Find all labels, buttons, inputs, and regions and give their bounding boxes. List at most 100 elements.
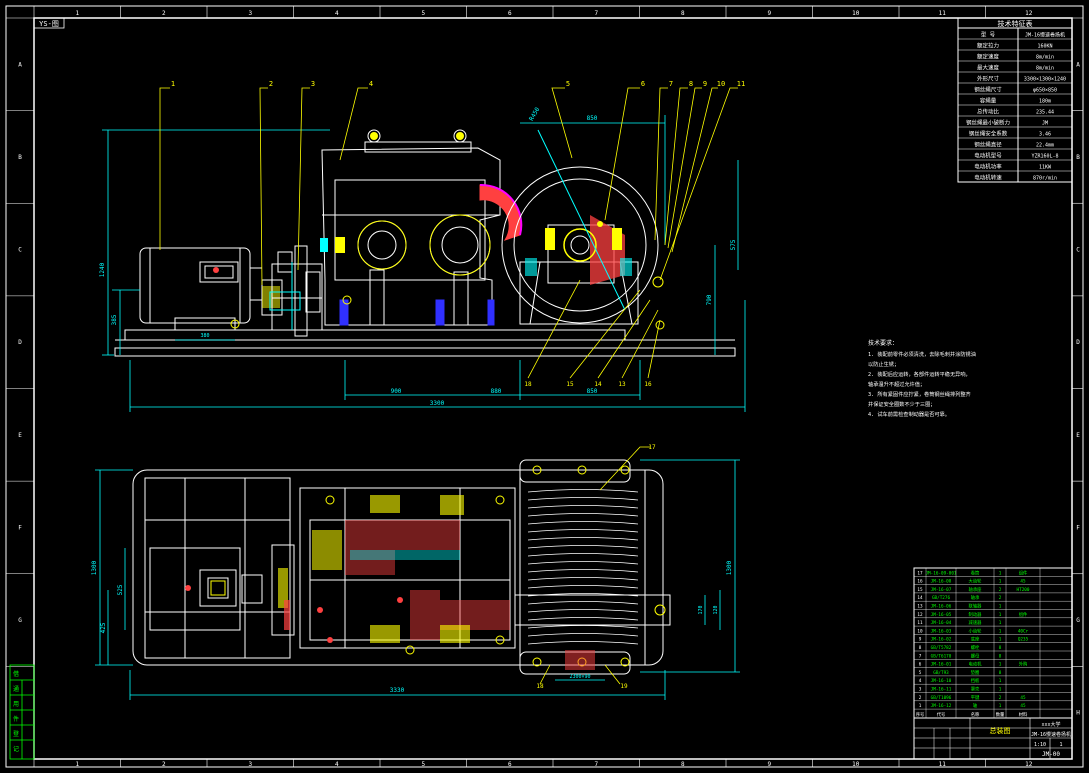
title-block-left-grid — [933, 728, 951, 759]
drum-groove — [527, 529, 639, 533]
title-block-scale: 1:10 — [1034, 742, 1046, 748]
bom-cell: 电动机 — [969, 661, 983, 668]
bom-cell: 45 — [1020, 695, 1026, 701]
top-zone-label: 3 — [248, 10, 252, 17]
spec-value: 8m/min — [1036, 66, 1054, 72]
left-registration-strip — [9, 664, 35, 760]
spec-label: 额定速度 — [977, 53, 1000, 61]
drum-groove — [527, 593, 639, 597]
bottom-callout: 18 — [524, 381, 532, 388]
spec-label: 电动机转速 — [974, 174, 1002, 182]
bom-cell: 40Cr — [1018, 628, 1029, 634]
left-strip-label: 借 — [13, 670, 19, 678]
right-zone-label: D — [1076, 339, 1080, 346]
bom-cell: 10 — [917, 628, 923, 634]
bottom-zone-label: 9 — [767, 761, 771, 768]
plan-view — [132, 459, 671, 675]
bom-header: 代号 — [937, 711, 946, 718]
drum-groove — [527, 625, 639, 629]
title-block-product: JM-16慢速卷扬机 — [1031, 731, 1071, 738]
plan-dim-width-right: 1300 — [726, 560, 733, 575]
spec-label: 型 号 — [981, 31, 996, 39]
part-callout: 6 — [641, 80, 645, 88]
right-zone-label: E — [1076, 432, 1080, 439]
spec-value: JM-16慢速卷扬机 — [1025, 32, 1065, 39]
front-leaders — [159, 87, 738, 379]
spec-value: JM — [1042, 121, 1048, 127]
part-callout: 7 — [669, 80, 673, 88]
plan-dimensions — [95, 459, 740, 700]
bom-cell: 15 — [917, 587, 923, 593]
bom-cell: 5 — [919, 670, 922, 676]
drum-groove — [527, 505, 639, 509]
corner-tag-text: YS-图 — [39, 20, 59, 28]
bom-cell: 外购 — [1019, 661, 1028, 668]
plan-base — [132, 469, 664, 666]
spec-label: 钢丝绳安全系数 — [969, 130, 1008, 138]
top-zone-label: 10 — [852, 10, 860, 17]
bom-header: 名称 — [971, 711, 980, 718]
bom-cell: 挡板 — [971, 677, 980, 684]
part-callout: 3 — [311, 80, 315, 88]
bottom-callout: 16 — [644, 381, 652, 388]
top-zone-label: 4 — [335, 10, 339, 17]
bom-cell: 45 — [1020, 703, 1026, 709]
bom-cell: JM-16-12 — [931, 703, 952, 709]
bom-cell: 1 — [999, 662, 1002, 668]
top-zone-label: 8 — [681, 10, 685, 17]
right-zone-label: A — [1076, 61, 1080, 68]
bom-cell: 14 — [917, 595, 923, 601]
plan-callout: 18 — [536, 683, 544, 690]
plan-dim-drum-gap: 2300×90 — [569, 674, 590, 680]
plan-dim-shaft-a: 170 — [698, 605, 704, 614]
bottom-zone-label: 12 — [1025, 761, 1033, 768]
bom-cell: 1 — [999, 678, 1002, 684]
spec-value: 22.4mm — [1036, 143, 1054, 149]
bom-cell: 1 — [999, 703, 1002, 709]
tech-note-line: 并保证安全圈数不少于三圈； — [868, 400, 935, 408]
bom-cell: 1 — [999, 687, 1002, 693]
front-view — [114, 129, 736, 357]
bottom-zone-label: 11 — [939, 761, 947, 768]
gearbox-details — [320, 132, 523, 326]
bom-cell: 1 — [999, 612, 1002, 618]
tech-note-line: 1. 装配前零件必须清洗，去除毛刺并涂防锈油 — [868, 350, 976, 358]
spec-value: 3300×1300×1240 — [1024, 77, 1066, 83]
tech-notes-heading: 技术要求： — [868, 339, 898, 347]
bom-cell: JM-16-11 — [931, 687, 952, 693]
bom-cell: 轴 — [973, 702, 977, 709]
spec-label: 最大速度 — [977, 64, 1000, 72]
spec-label: 容绳量 — [980, 97, 997, 105]
brake-highlights — [269, 262, 301, 330]
title-block-drawing-name: 总装图 — [990, 726, 1011, 735]
dim-height-drum: 790 — [706, 294, 713, 305]
spec-label: 电动机功率 — [974, 163, 1002, 171]
bom-cell: 1 — [999, 628, 1002, 634]
bom-cell: 1 — [999, 637, 1002, 643]
bom-cell: JM-16-05 — [931, 612, 952, 618]
dim-seg-c: 850 — [587, 388, 598, 395]
left-strip-label: 登 — [13, 730, 19, 738]
bom-cell: JM-16-09-001 — [925, 570, 956, 576]
corner-tag: YS-图 — [33, 17, 65, 29]
bom-cell: 2 — [919, 695, 922, 701]
bom-cell: 1 — [999, 620, 1002, 626]
left-zone-label: G — [18, 617, 22, 624]
top-zone-label: 11 — [939, 10, 947, 17]
tech-note-line: 轴承温升不超过允许值； — [868, 380, 925, 388]
spec-value: 11KW — [1039, 165, 1052, 171]
bom-cell: 轴承座 — [969, 586, 983, 593]
bom-cell: 11 — [917, 620, 923, 626]
drum-groove — [527, 489, 639, 493]
bom-cell: 6 — [919, 662, 922, 668]
bottom-callout: 14 — [594, 381, 602, 388]
bom-cell: 45 — [1020, 579, 1026, 585]
right-zone-label: C — [1076, 247, 1080, 254]
spec-value: 160KN — [1037, 44, 1052, 50]
bottom-zone-label: 4 — [335, 761, 339, 768]
bom-cell: 组件 — [1019, 569, 1028, 576]
bom-cell: 16 — [917, 579, 923, 585]
dim-seg-b: 880 — [491, 388, 502, 395]
